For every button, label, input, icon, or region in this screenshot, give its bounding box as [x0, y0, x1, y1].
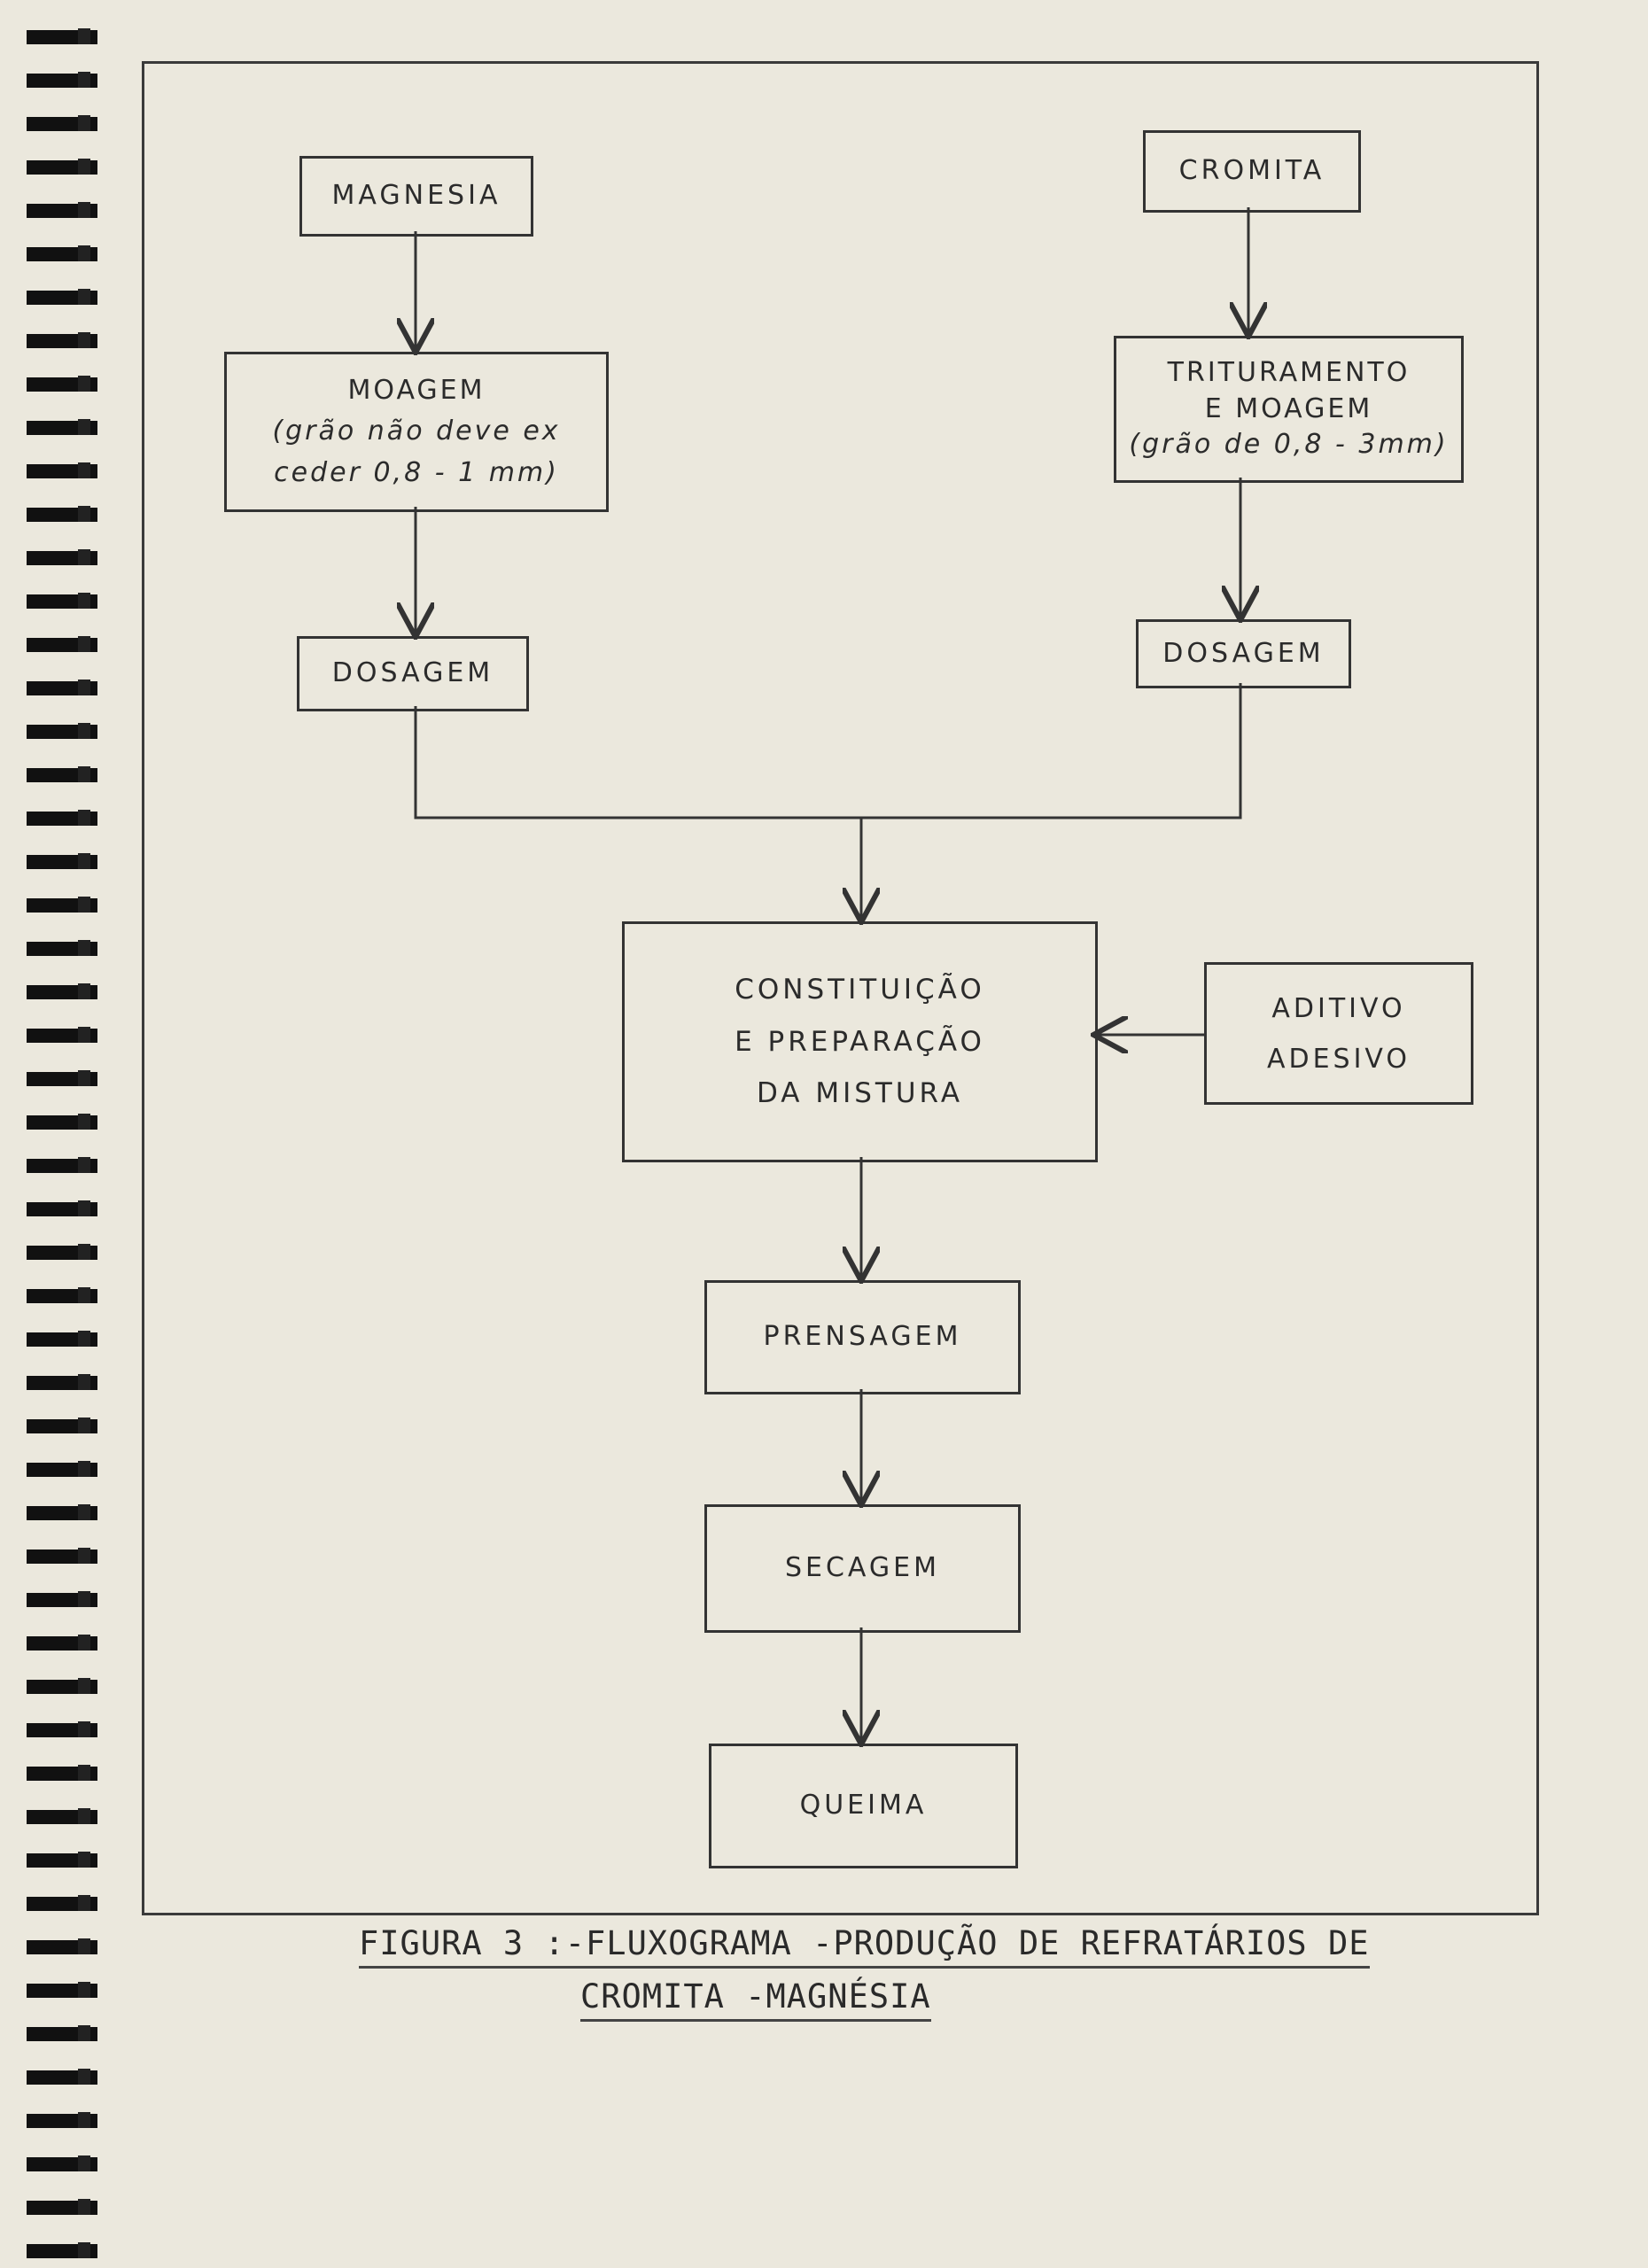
node-label: CONSTITUIÇÃO: [735, 973, 985, 1006]
node-label: ceder 0,8 - 1 mm): [274, 456, 559, 488]
node-dosagem-left: DOSAGEM: [297, 636, 529, 711]
node-label: MOAGEM: [347, 374, 486, 406]
node-label: MAGNESIA: [331, 180, 501, 212]
node-aditivo-adesivo: ADITIVO ADESIVO: [1204, 962, 1473, 1105]
node-label: (grão de 0,8 - 3mm): [1129, 429, 1449, 461]
caption-text: CROMITA -MAGNÉSIA: [580, 1977, 931, 2022]
node-queima: QUEIMA: [709, 1744, 1018, 1868]
figure-frame: [142, 61, 1539, 1915]
node-label: DOSAGEM: [1162, 637, 1325, 669]
node-label: SECAGEM: [784, 1552, 941, 1584]
node-prensagem: PRENSAGEM: [704, 1280, 1021, 1394]
node-label: PRENSAGEM: [763, 1321, 962, 1353]
node-label: ADITIVO: [1271, 992, 1406, 1024]
node-secagem: SECAGEM: [704, 1504, 1021, 1633]
node-label: CROMITA: [1178, 155, 1325, 187]
node-label: DA MISTURA: [756, 1077, 964, 1110]
node-constituicao: CONSTITUIÇÃO E PREPARAÇÃO DA MISTURA: [622, 921, 1098, 1162]
node-cromita: CROMITA: [1143, 130, 1361, 213]
binding-holes: [78, 18, 90, 2268]
figure-caption-line1: FIGURA 3 :-FLUXOGRAMA -PRODUÇÃO DE REFRA…: [359, 1924, 1370, 1969]
node-moagem: MOAGEM (grão não deve ex ceder 0,8 - 1 m…: [224, 352, 609, 512]
node-label: ADESIVO: [1266, 1043, 1411, 1075]
node-dosagem-right: DOSAGEM: [1136, 619, 1351, 688]
node-label: E PREPARAÇÃO: [735, 1025, 985, 1058]
node-label: QUEIMA: [799, 1790, 928, 1821]
node-magnesia: MAGNESIA: [299, 156, 533, 237]
figure-caption-line2: CROMITA -MAGNÉSIA: [580, 1977, 931, 2022]
node-label: DOSAGEM: [331, 657, 494, 689]
node-label: (grão não deve ex: [272, 416, 561, 447]
node-trituramento-moagem: TRITURAMENTO E MOAGEM (grão de 0,8 - 3mm…: [1114, 336, 1464, 483]
node-label: E MOAGEM: [1204, 392, 1373, 424]
node-label: TRITURAMENTO: [1167, 357, 1411, 389]
caption-text: FIGURA 3 :-FLUXOGRAMA -PRODUÇÃO DE REFRA…: [359, 1924, 1370, 1969]
line-dosagem-merge: [414, 683, 1242, 819]
